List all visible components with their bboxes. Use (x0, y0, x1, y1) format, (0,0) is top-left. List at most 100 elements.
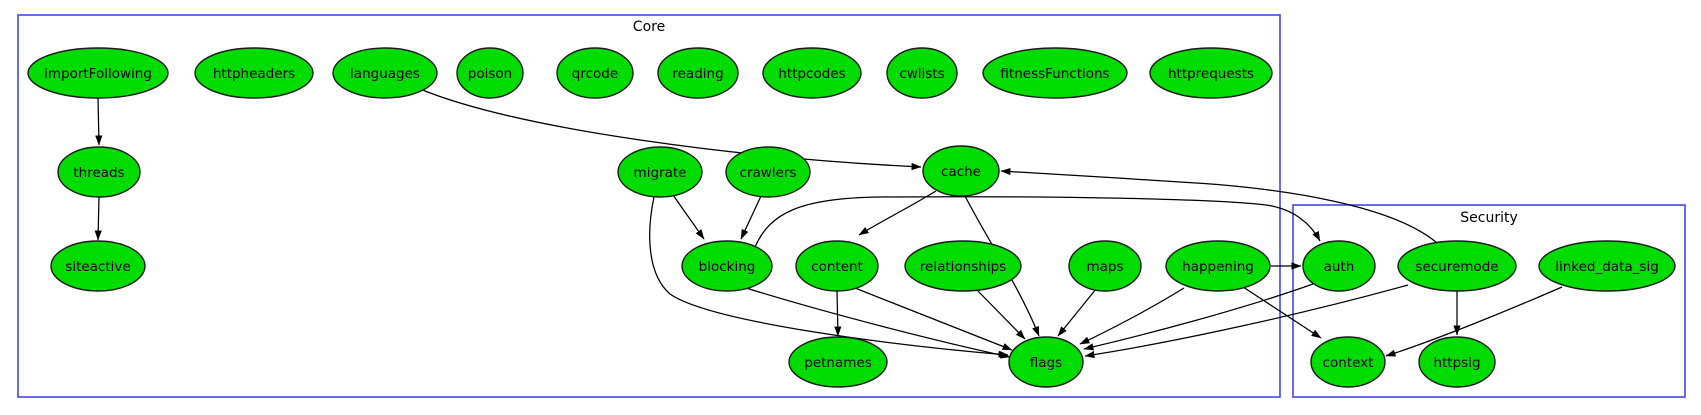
node-poison-shape (456, 47, 524, 99)
node-petnames-shape (788, 336, 888, 388)
edge-migrate-flags (649, 196, 1009, 358)
node-siteactive-label: siteactive (65, 259, 130, 275)
node-importFollowing-shape (27, 47, 169, 99)
node-flags-shape (1008, 336, 1084, 388)
node-siteactive-shape (50, 240, 146, 292)
node-languages-label: languages (350, 66, 420, 82)
node-happening: happening (1165, 240, 1271, 292)
node-httpheaders-label: httpheaders (213, 66, 295, 82)
node-maps-label: maps (1086, 259, 1123, 275)
node-relationships: relationships (904, 240, 1022, 292)
node-securemode-label: securemode (1415, 259, 1498, 275)
node-maps-shape (1068, 240, 1142, 292)
node-reading-label: reading (672, 66, 723, 82)
node-crawlers: crawlers (725, 146, 811, 198)
node-cache-shape (922, 145, 1000, 197)
node-context-label: context (1323, 355, 1374, 371)
node-migrate-shape (617, 146, 703, 198)
node-languages-shape (332, 47, 438, 99)
node-httpcodes: httpcodes (762, 47, 862, 99)
edge-content-petnames (834, 290, 842, 337)
edge-happening-flags (1079, 287, 1185, 345)
node-relationships-shape (904, 240, 1022, 292)
edge-languages-cache (419, 88, 922, 171)
node-importFollowing-label: importFollowing (44, 66, 152, 82)
node-fitnessFunctions-shape (982, 47, 1128, 99)
node-threads-label: threads (73, 165, 124, 181)
node-flags: flags (1008, 336, 1084, 388)
node-httpsig-label: httpsig (1433, 355, 1480, 371)
node-qrcode-shape (556, 47, 634, 99)
node-migrate: migrate (617, 146, 703, 198)
edge-linked_data_sig-context (1385, 286, 1563, 357)
node-threads: threads (57, 146, 141, 198)
node-petnames: petnames (788, 336, 888, 388)
node-context: context (1310, 336, 1386, 388)
node-fitnessFunctions: fitnessFunctions (982, 47, 1128, 99)
node-httpheaders-shape (194, 47, 314, 99)
node-blocking-label: blocking (699, 259, 756, 275)
node-auth-label: auth (1324, 259, 1355, 275)
node-qrcode-label: qrcode (572, 66, 618, 82)
node-poison: poison (456, 47, 524, 99)
node-cache-label: cache (941, 164, 981, 180)
node-httprequests: httprequests (1149, 47, 1273, 99)
nodes-layer: importFollowing httpheaders languages poiso… (27, 47, 1676, 388)
node-importFollowing: importFollowing (27, 47, 169, 99)
edge-importFollowing-threads (95, 97, 103, 146)
node-languages: languages (332, 47, 438, 99)
node-crawlers-shape (725, 146, 811, 198)
edge-happening-context (1242, 286, 1322, 339)
node-auth: auth (1302, 240, 1376, 292)
cluster-core-border (17, 14, 1281, 398)
node-content-label: content (811, 259, 863, 275)
edge-migrate-blocking (672, 194, 705, 240)
node-crawlers-label: crawlers (740, 165, 797, 181)
cluster-security-border (1292, 204, 1686, 398)
node-auth-shape (1302, 240, 1376, 292)
node-cache: cache (922, 145, 1000, 197)
node-happening-shape (1165, 240, 1271, 292)
edge-crawlers-blocking (740, 195, 762, 240)
edges-layer (94, 88, 1563, 359)
node-securemode: securemode (1397, 240, 1517, 292)
edge-blocking-auth (754, 196, 1321, 248)
edge-threads-siteactive (94, 196, 102, 241)
node-linked_data_sig-label: linked_data_sig (1555, 259, 1659, 275)
edge-securemode-cache (1000, 167, 1438, 244)
node-securemode-shape (1397, 240, 1517, 292)
node-reading: reading (657, 47, 739, 99)
node-cwlists-label: cwlists (899, 66, 944, 82)
edge-maps-flags (1057, 288, 1097, 337)
node-httprequests-label: httprequests (1168, 66, 1254, 82)
node-siteactive: siteactive (50, 240, 146, 292)
node-cwlists: cwlists (886, 47, 958, 99)
edge-blocking-flags (745, 287, 1011, 359)
node-fitnessFunctions-label: fitnessFunctions (1000, 66, 1109, 82)
node-relationships-label: relationships (920, 259, 1006, 275)
node-content: content (795, 240, 879, 292)
node-flags-label: flags (1030, 355, 1062, 371)
node-petnames-label: petnames (804, 355, 872, 371)
node-httpcodes-shape (762, 47, 862, 99)
edge-relationships-flags (975, 288, 1026, 340)
node-maps: maps (1068, 240, 1142, 292)
edge-auth-flags (1083, 283, 1314, 351)
node-cwlists-shape (886, 47, 958, 99)
edge-content-flags (854, 287, 1013, 351)
node-qrcode: qrcode (556, 47, 634, 99)
node-httpheaders: httpheaders (194, 47, 314, 99)
node-migrate-label: migrate (634, 165, 687, 181)
node-context-shape (1310, 336, 1386, 388)
node-blocking: blocking (681, 240, 773, 292)
edge-cache-content (858, 190, 937, 236)
node-httprequests-shape (1149, 47, 1273, 99)
node-linked_data_sig: linked_data_sig (1538, 240, 1676, 292)
node-httpsig-shape (1418, 336, 1496, 388)
node-content-shape (795, 240, 879, 292)
cluster-security-label: Security (1460, 210, 1518, 226)
cluster-core-label: Core (633, 19, 665, 35)
